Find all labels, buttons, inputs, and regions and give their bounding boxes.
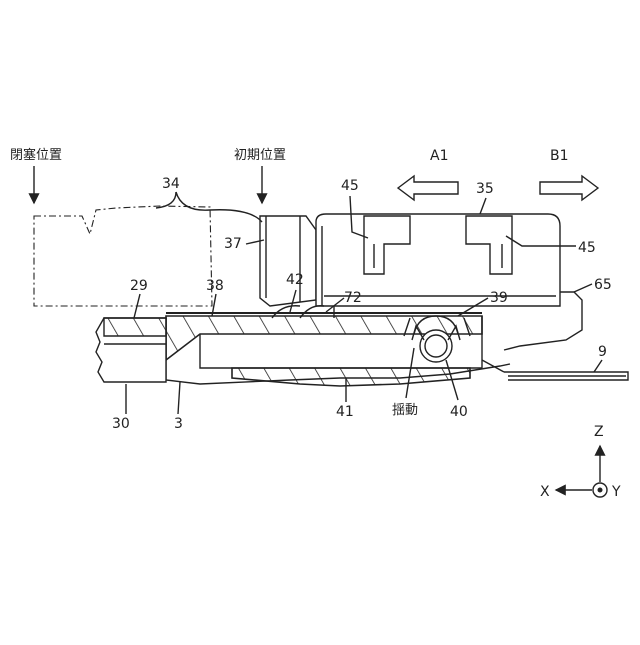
- phantom-slider-outline: [34, 206, 212, 306]
- closed-position-label: 閉塞位置: [10, 147, 62, 163]
- axis-y-dot: [598, 488, 603, 493]
- leader-65: [574, 284, 592, 292]
- ref-72: 72: [344, 290, 362, 306]
- ref-29: 29: [130, 278, 148, 294]
- axis-z-label: Z: [594, 424, 604, 440]
- ref-45-left: 45: [341, 178, 359, 194]
- swing-label: 揺動: [392, 403, 418, 418]
- ref-65: 65: [594, 277, 612, 293]
- ref-9: 9: [598, 344, 607, 360]
- direction-b1-label: B1: [550, 148, 569, 164]
- slider-37: [260, 216, 316, 306]
- ref-34: 34: [162, 176, 180, 192]
- leader-9: [594, 360, 602, 372]
- ref-30: 30: [112, 416, 130, 432]
- axis-y-label: Y: [611, 484, 621, 500]
- ref-41: 41: [336, 404, 354, 420]
- direction-a1-label: A1: [430, 148, 448, 164]
- axis-x-label: X: [540, 484, 550, 500]
- ref-40: 40: [450, 404, 468, 420]
- leader-3: [178, 382, 180, 414]
- ref-37: 37: [224, 236, 242, 252]
- direction-a1-arrow: [398, 176, 458, 200]
- direction-b1-arrow: [540, 176, 598, 200]
- ref-39: 39: [490, 290, 508, 306]
- leader-35: [480, 198, 486, 214]
- ref-42: 42: [286, 272, 304, 288]
- lever-41-hatched: [232, 368, 470, 386]
- leader-34: [176, 192, 262, 222]
- ref-3: 3: [174, 416, 183, 432]
- ref-45-right: 45: [578, 240, 596, 256]
- ref-38: 38: [206, 278, 224, 294]
- ref-35: 35: [476, 181, 494, 197]
- end-part-29-hatched: [104, 318, 166, 336]
- initial-position-label: 初期位置: [234, 148, 286, 163]
